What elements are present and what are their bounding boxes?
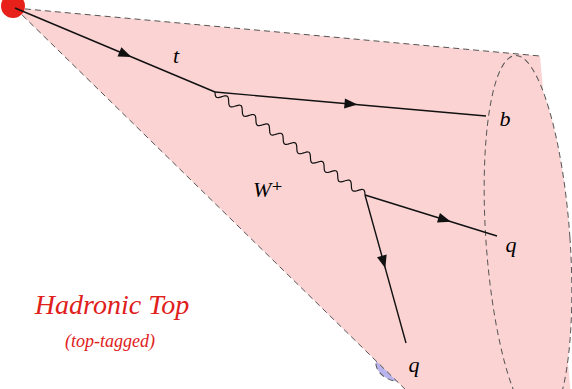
jet-subtitle: (top-tagged)	[65, 332, 155, 352]
cone-edge	[15, 8, 457, 389]
b-quark-line	[215, 92, 486, 116]
jet-title: Hadronic Top	[35, 290, 189, 321]
boson-label: W⁺	[253, 178, 283, 202]
particle-label: b	[500, 107, 511, 131]
cone-edge	[15, 8, 540, 56]
arrow-head	[344, 98, 358, 109]
production-vertex	[1, 0, 25, 18]
top-quark-line	[15, 8, 215, 92]
particle-label: q	[409, 353, 420, 377]
arrow-head	[437, 213, 452, 226]
particle-label: q	[506, 233, 517, 257]
particle-label: t	[173, 44, 179, 68]
arrow-head	[377, 254, 390, 269]
quark-line	[365, 195, 497, 236]
w-boson-line	[215, 92, 365, 195]
cone-rim	[473, 53, 572, 389]
quark-line	[365, 195, 406, 343]
arrow-head	[118, 47, 134, 61]
